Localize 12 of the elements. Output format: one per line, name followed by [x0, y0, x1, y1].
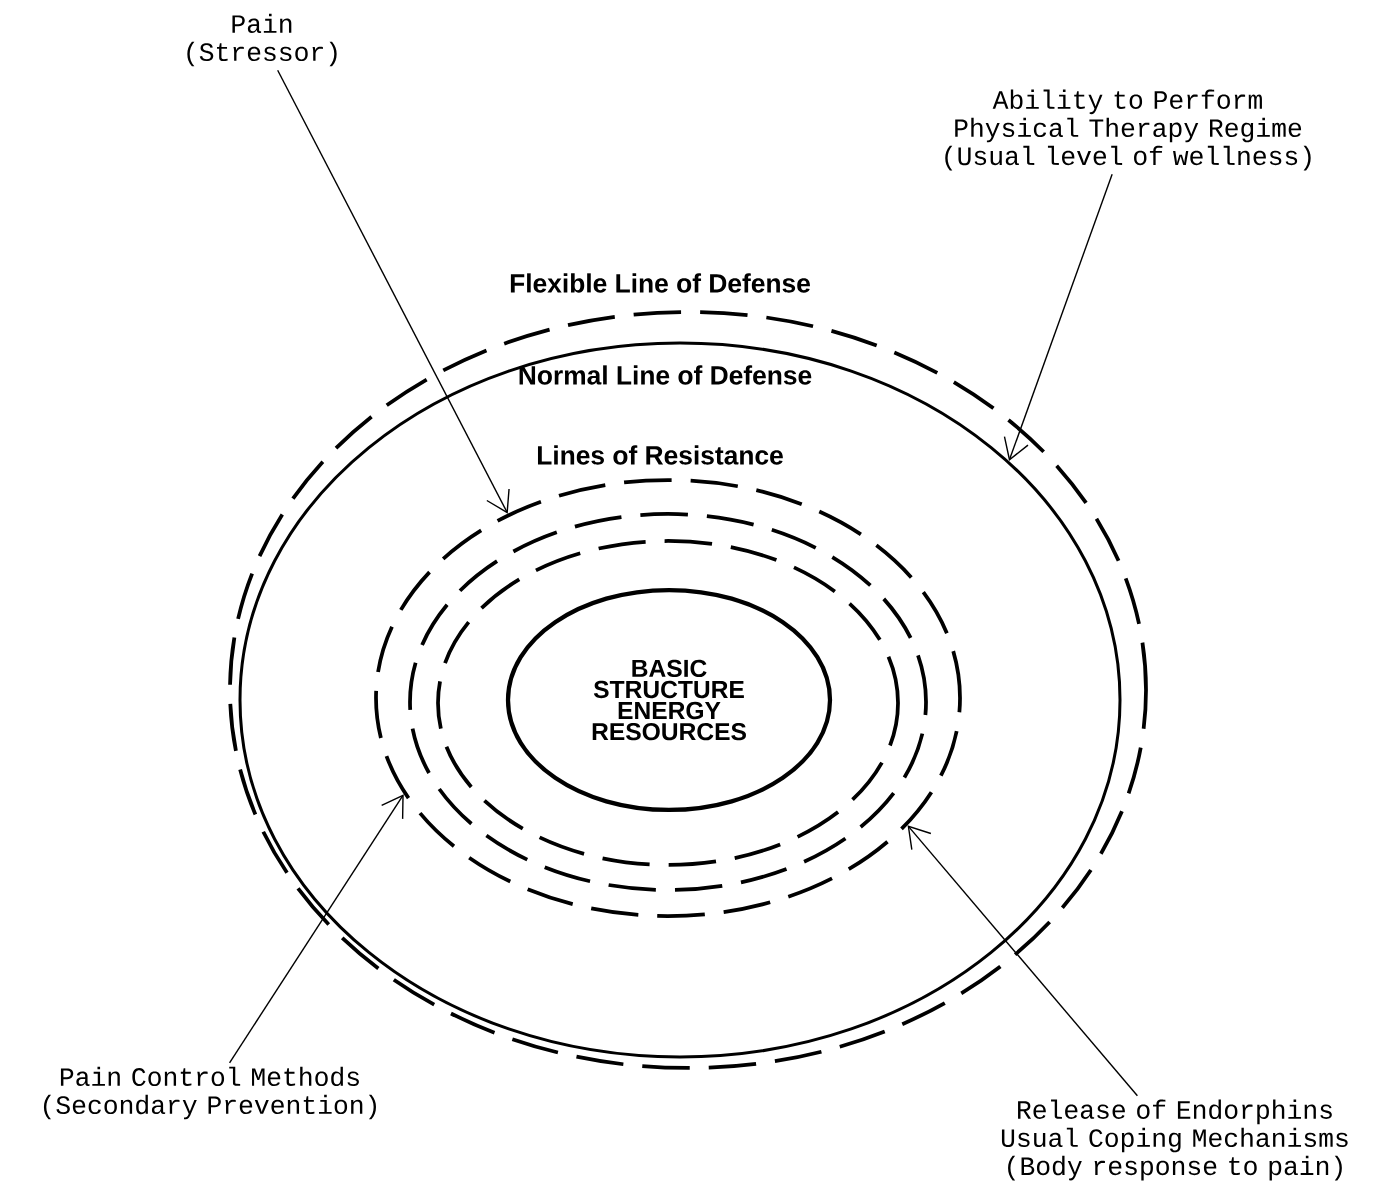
arrow	[1003, 173, 1113, 461]
arrow	[276, 69, 510, 514]
callout-text: Ability to Perform Physical Therapy Regime (Usual level of wellness)	[945, 89, 1311, 171]
callout-text: Release of Endorphins Usual Coping Mechanisms (Body response to pain)	[1001, 1099, 1348, 1181]
callout-text: Pain Control Methods (Secondary Prevention)	[43, 1066, 376, 1120]
callout-text: Pain (Stressor)	[187, 13, 337, 67]
node-label: Flexible Line of Defense	[510, 273, 810, 293]
dashed-ring	[436, 539, 900, 867]
dashed-ring	[408, 512, 928, 892]
node-label: Lines of Resistance	[537, 445, 783, 465]
arrow	[907, 825, 1139, 1097]
arrow	[228, 794, 404, 1064]
